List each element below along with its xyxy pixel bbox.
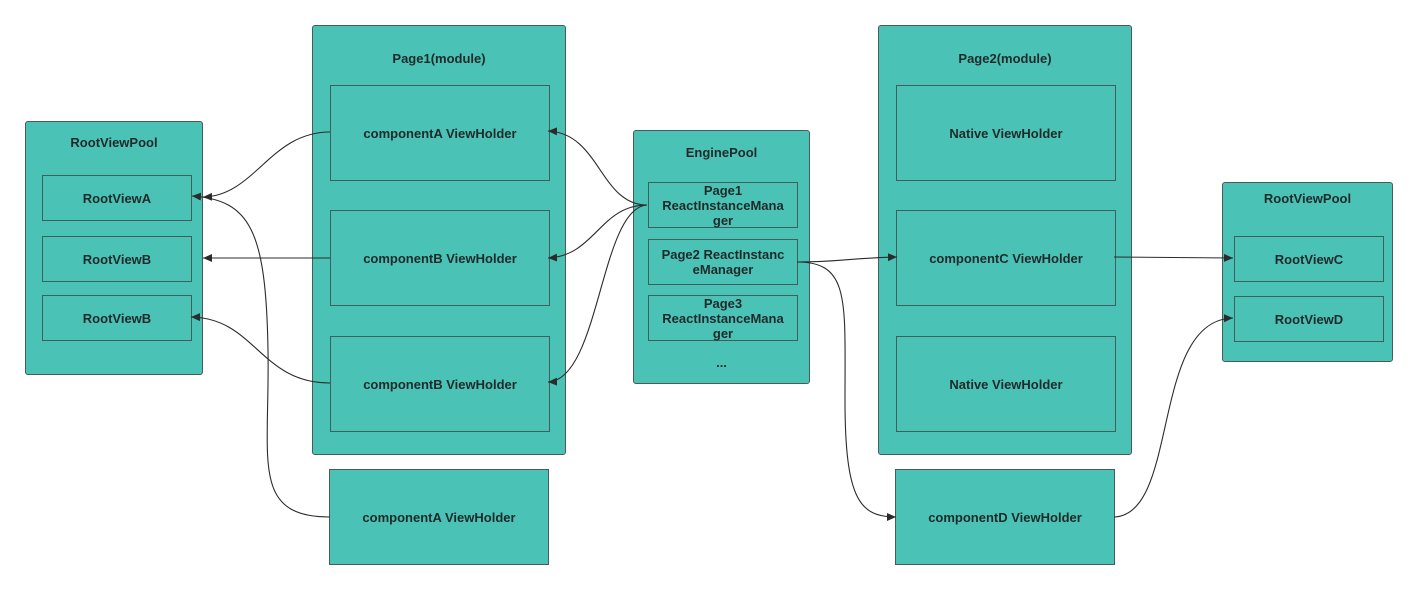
page3-react-instance-manager-label: Page3 ReactInstanceMana ger (662, 295, 784, 341)
page1-title: Page1(module) (392, 51, 486, 66)
page2-react-instance-manager: Page2 ReactInstanc eManager (648, 239, 798, 285)
left-root-view-pool: RootViewPool RootViewA RootViewB RootVie… (25, 121, 203, 375)
engine-pool-title: EnginePool (685, 145, 758, 160)
detached-component-a-label: componentA ViewHolder (362, 509, 516, 525)
page2-title: Page2(module) (958, 51, 1052, 66)
page1-component-b-1-label: componentB ViewHolder (363, 250, 517, 266)
root-view-d-label: RootViewD (1274, 311, 1344, 327)
page1-component-a: componentA ViewHolder (330, 85, 550, 181)
root-view-c-label: RootViewC (1274, 251, 1344, 267)
detached-component-d-label: componentD ViewHolder (928, 509, 1082, 525)
page2-component-c: componentC ViewHolder (896, 210, 1116, 306)
page1-react-instance-manager-label: Page1 ReactInstanceMana ger (662, 182, 784, 228)
page1-component-b-2-label: componentB ViewHolder (363, 376, 517, 392)
page2-native-2: Native ViewHolder (896, 336, 1116, 432)
page2-native-1-label: Native ViewHolder (949, 125, 1063, 141)
root-view-b-1: RootViewB (42, 236, 192, 282)
page1-module: Page1(module) componentA ViewHolder comp… (312, 25, 566, 455)
right-pool-title: RootViewPool (1263, 191, 1352, 206)
detached-component-a: componentA ViewHolder (329, 469, 549, 565)
detached-component-d: componentD ViewHolder (895, 469, 1115, 565)
edge-detached-a-to-root-view-a (191, 192, 331, 518)
page2-react-instance-manager-label: Page2 ReactInstanc eManager (661, 247, 785, 277)
page2-component-c-label: componentC ViewHolder (929, 250, 1083, 266)
edge-component-b2-to-root-view-b2 (190, 313, 331, 384)
right-root-view-pool: RootViewPool RootViewC RootViewD (1222, 182, 1393, 362)
root-view-b-2: RootViewB (42, 295, 192, 341)
page3-react-instance-manager: Page3 ReactInstanceMana ger (648, 295, 798, 341)
root-view-a-label: RootViewA (82, 190, 152, 206)
root-view-c: RootViewC (1234, 236, 1384, 282)
left-pool-title: RootViewPool (70, 135, 158, 150)
root-view-a: RootViewA (42, 175, 192, 221)
page1-component-b-2: componentB ViewHolder (330, 336, 550, 432)
page1-component-a-label: componentA ViewHolder (363, 125, 517, 141)
page2-native-2-label: Native ViewHolder (949, 376, 1063, 392)
root-view-b-2-label: RootViewB (82, 310, 152, 326)
page1-component-b-1: componentB ViewHolder (330, 210, 550, 306)
engine-pool: EnginePool Page1 ReactInstanceMana ger P… (633, 130, 810, 384)
edge-component-a-to-root-view-a (202, 131, 331, 201)
engine-pool-more: ... (716, 355, 727, 370)
page2-native-1: Native ViewHolder (896, 85, 1116, 181)
root-view-b-1-label: RootViewB (82, 251, 152, 267)
root-view-d: RootViewD (1234, 296, 1384, 342)
page2-module: Page2(module) Native ViewHolder componen… (878, 25, 1132, 455)
page1-react-instance-manager: Page1 ReactInstanceMana ger (648, 182, 798, 228)
